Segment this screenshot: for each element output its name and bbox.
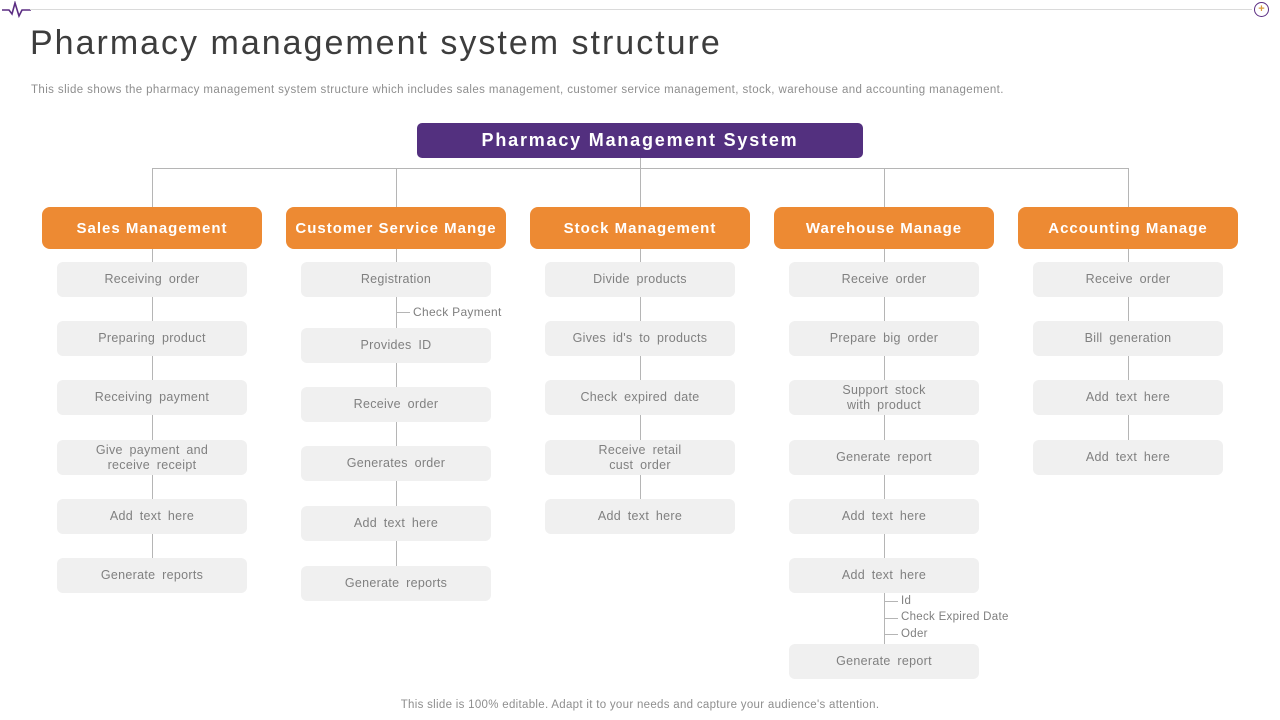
branch-header-label: Stock Management — [563, 219, 717, 237]
node-label: Preparing product — [98, 331, 206, 345]
node-label: Generate reports — [100, 568, 204, 582]
node-box: Add text here — [545, 499, 735, 534]
node-label: Add text here — [1085, 390, 1171, 404]
node-label: Add text here — [1085, 450, 1171, 464]
node-label: Check expired date — [580, 390, 700, 404]
node-label: Receive order — [841, 272, 927, 286]
node-box: Generate report — [789, 440, 979, 475]
connector-column-5 — [1127, 168, 1129, 457]
check-payment-label: Check Payment — [413, 305, 502, 319]
node-box: Add text here — [789, 499, 979, 534]
node-box: Divide products — [545, 262, 735, 297]
tick-check-expired-date — [884, 618, 898, 619]
node-label: Prepare big order — [829, 331, 939, 345]
node-box: Give payment and receive receipt — [57, 440, 247, 475]
heartbeat-pulse-icon — [2, 1, 31, 19]
branch-header-customer-service: Customer Service Mange — [286, 207, 506, 249]
node-box: Gives id's to products — [545, 321, 735, 356]
top-divider-line — [30, 9, 1252, 10]
node-label: Registration — [360, 272, 432, 286]
node-label: Add text here — [841, 509, 927, 523]
check-expired-date-label: Check Expired Date — [901, 611, 1009, 623]
page-title: Pharmacy management system structure — [30, 24, 722, 62]
plus-glyph: + — [1258, 3, 1265, 15]
node-label: Provides ID — [360, 338, 432, 352]
root-node: Pharmacy Management System — [417, 123, 863, 158]
node-label: Generates order — [346, 456, 446, 470]
node-label: Receive order — [1085, 272, 1171, 286]
node-box: Receiving payment — [57, 380, 247, 415]
node-box: Generate report — [789, 644, 979, 679]
node-box: Provides ID — [301, 328, 491, 363]
connector-column-1 — [151, 168, 153, 575]
root-node-label: Pharmacy Management System — [481, 130, 799, 150]
node-box: Bill generation — [1033, 321, 1223, 356]
node-label: Generate report — [836, 654, 932, 668]
node-box: Generate reports — [57, 558, 247, 593]
node-label: Receive order — [353, 397, 439, 411]
branch-header-stock: Stock Management — [530, 207, 750, 249]
node-label: Gives id's to products — [572, 331, 708, 345]
node-box: Receive order — [301, 387, 491, 422]
node-label: Receive retail cust order — [598, 442, 682, 472]
node-box: Support stock with product — [789, 380, 979, 415]
plus-circle-icon: + — [1254, 2, 1269, 17]
branch-header-label: Warehouse Manage — [805, 219, 963, 237]
node-label: Divide products — [593, 272, 687, 286]
branch-header-label: Accounting Manage — [1048, 219, 1208, 237]
node-box: Add text here — [1033, 440, 1223, 475]
node-box: Generates order — [301, 446, 491, 481]
node-box: Check expired date — [545, 380, 735, 415]
tick-oder — [884, 634, 898, 635]
node-box: Receive order — [1033, 262, 1223, 297]
node-box: Add text here — [789, 558, 979, 593]
tick-id — [884, 601, 898, 602]
node-label: Add text here — [109, 509, 195, 523]
tick-check-payment — [396, 312, 410, 313]
node-box: Generate reports — [301, 566, 491, 601]
node-label: Add text here — [841, 568, 927, 582]
node-label: Receiving payment — [94, 390, 210, 404]
connector-column-2 — [395, 168, 397, 583]
oder-label: Oder — [901, 628, 928, 640]
node-box: Receiving order — [57, 262, 247, 297]
node-box: Registration — [301, 262, 491, 297]
branch-header-label: Customer Service Mange — [295, 219, 497, 237]
branch-header-label: Sales Management — [76, 219, 228, 237]
node-box: Prepare big order — [789, 321, 979, 356]
node-label: Give payment and receive receipt — [95, 442, 209, 472]
node-label: Generate report — [836, 450, 932, 464]
node-label: Receiving order — [104, 272, 200, 286]
node-box: Add text here — [1033, 380, 1223, 415]
connector-root-stub — [639, 158, 641, 168]
page-subtitle: This slide shows the pharmacy management… — [31, 84, 1004, 96]
node-label: Generate reports — [344, 576, 448, 590]
node-label: Bill generation — [1084, 331, 1172, 345]
branch-header-sales: Sales Management — [42, 207, 262, 249]
id-label: Id — [901, 595, 912, 607]
node-box: Add text here — [57, 499, 247, 534]
node-label: Add text here — [597, 509, 683, 523]
node-box: Receive order — [789, 262, 979, 297]
node-label: Support stock with product — [842, 382, 926, 412]
node-label: Add text here — [353, 516, 439, 530]
footer-note: This slide is 100% editable. Adapt it to… — [400, 699, 880, 711]
branch-header-warehouse: Warehouse Manage — [774, 207, 994, 249]
branch-header-accounting: Accounting Manage — [1018, 207, 1238, 249]
node-box: Preparing product — [57, 321, 247, 356]
node-box: Add text here — [301, 506, 491, 541]
node-box: Receive retail cust order — [545, 440, 735, 475]
